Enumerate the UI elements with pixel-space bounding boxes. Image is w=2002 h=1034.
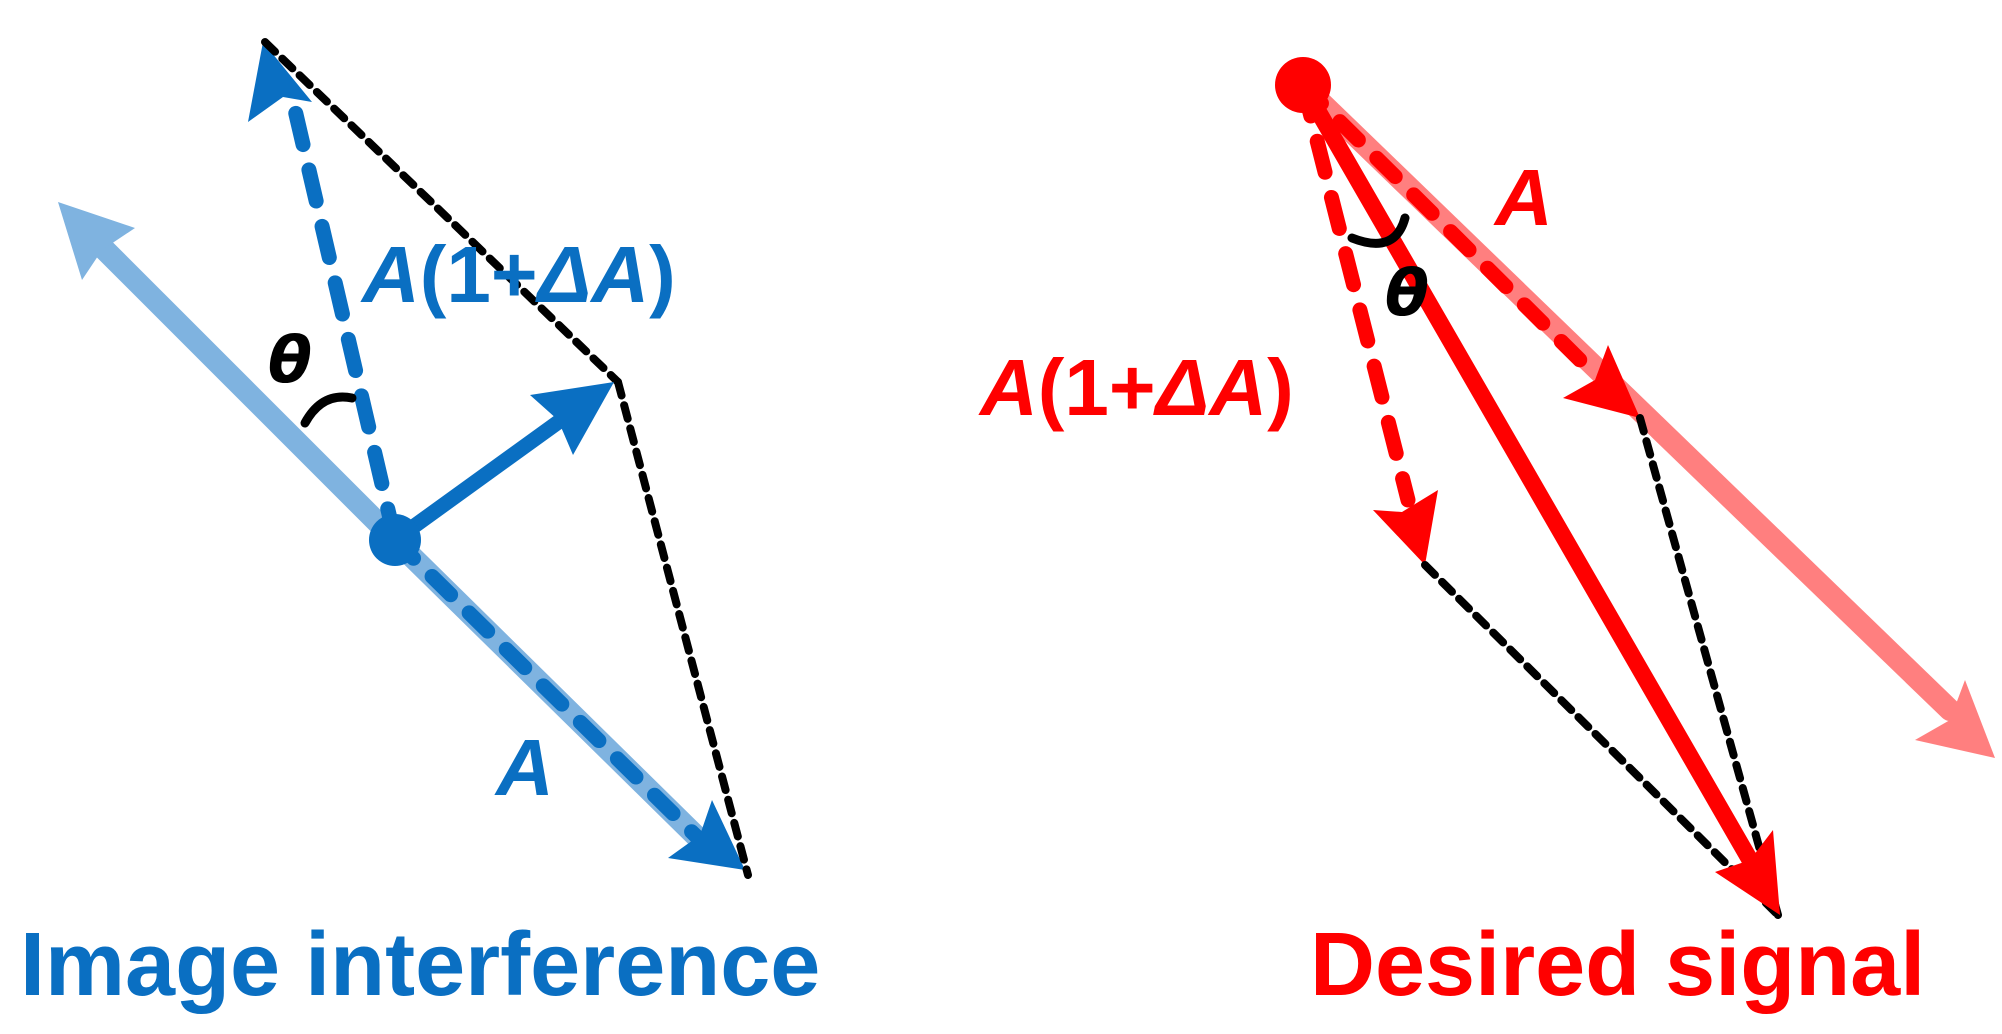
image-angle-label: θ (268, 324, 312, 398)
desired-resultant-arrow (1294, 76, 1780, 915)
image-interference-title: Image interference (20, 915, 820, 1015)
image-dotted-sides (261, 38, 752, 879)
desired-amplitude-label: A (1493, 153, 1553, 242)
desired-signal-panel: θ A A(1+ΔA) Desired signal (978, 57, 1995, 1015)
desired-dashed-arrow-scaled (1295, 77, 1438, 565)
desired-light-arrow (1292, 74, 1995, 758)
desired-origin-dot (1275, 57, 1331, 113)
image-interference-panel: θ A(1+ΔA) A Image interference (20, 38, 820, 1015)
image-amplitude-label: A (494, 723, 554, 812)
image-angle-arc (300, 392, 357, 428)
desired-scaled-label: A(1+ΔA) (978, 343, 1294, 432)
image-scaled-label: A(1+ΔA) (360, 230, 676, 319)
image-dashed-arrow-a (387, 532, 745, 870)
desired-dotted-sides (1421, 414, 1782, 919)
image-resultant-arrow (387, 382, 614, 548)
desired-dashed-arrow-a (1295, 77, 1640, 418)
desired-signal-title: Desired signal (1310, 915, 1925, 1015)
desired-angle-arc (1347, 213, 1410, 248)
desired-angle-label: θ (1385, 257, 1429, 331)
image-dashed-arrow-scaled (248, 42, 403, 548)
image-origin-dot (369, 514, 421, 566)
